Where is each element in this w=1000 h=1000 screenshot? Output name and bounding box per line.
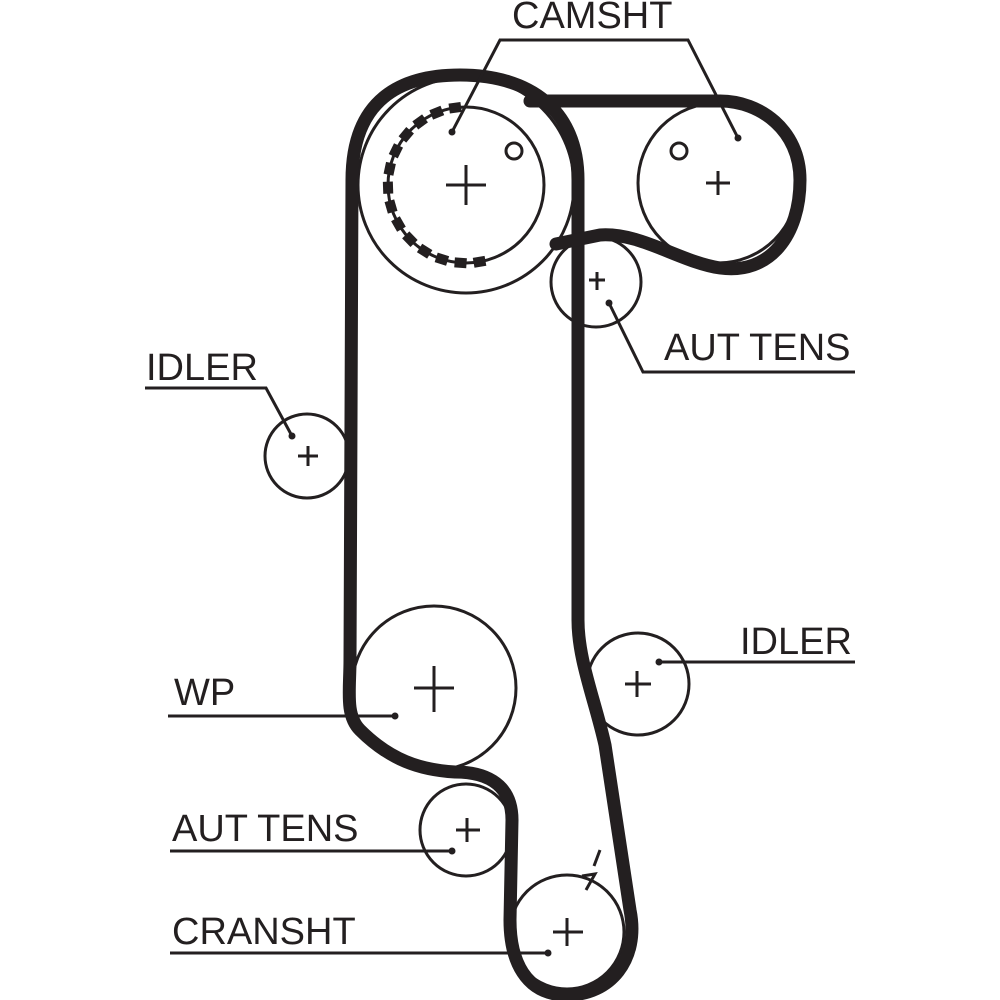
sprocket-tooth xyxy=(434,252,450,266)
label-aut-tens-top: AUT TENS xyxy=(664,327,851,369)
label-camshaft: CAMSHT xyxy=(512,0,672,37)
sprocket-teeth xyxy=(382,101,487,269)
sprocket-tooth xyxy=(448,101,462,114)
idler-left-pulley xyxy=(263,412,351,500)
camshaft-leader xyxy=(450,38,740,139)
sprocket-tooth xyxy=(382,181,394,194)
timing-belt-upper-run xyxy=(523,94,807,276)
aut-tens-top-leader xyxy=(607,302,855,374)
label-idler-right: IDLER xyxy=(740,621,852,663)
label-aut-tens-bottom: AUT TENS xyxy=(172,808,359,850)
sprocket-tooth xyxy=(383,161,396,176)
sprocket-tooth xyxy=(472,255,487,268)
sprocket-tooth xyxy=(416,243,433,259)
timing-mark-hole-icon xyxy=(504,141,524,161)
sprocket-tooth xyxy=(402,231,418,247)
label-crankshaft: CRANSHT xyxy=(172,911,356,953)
timing-belt xyxy=(342,68,639,1000)
auto-tensioner-top-pulley xyxy=(549,235,643,329)
sprocket-tooth xyxy=(388,143,404,159)
sprocket-tooth xyxy=(412,114,428,130)
sprocket-tooth xyxy=(384,199,398,214)
timing-mark-hole-icon xyxy=(669,141,689,161)
sprocket-tooth xyxy=(454,257,467,269)
camshaft-left-pulley xyxy=(356,75,576,295)
crankshaft-timing-mark-icon xyxy=(581,849,602,891)
auto-tensioner-bottom-pulley xyxy=(418,782,514,878)
sprocket-tooth xyxy=(429,105,445,120)
idler-left-leader xyxy=(145,386,294,437)
sprocket-tooth xyxy=(391,216,406,232)
label-idler-left: IDLER xyxy=(146,347,258,389)
sprocket-tooth xyxy=(398,127,414,143)
label-water-pump: WP xyxy=(174,672,235,714)
